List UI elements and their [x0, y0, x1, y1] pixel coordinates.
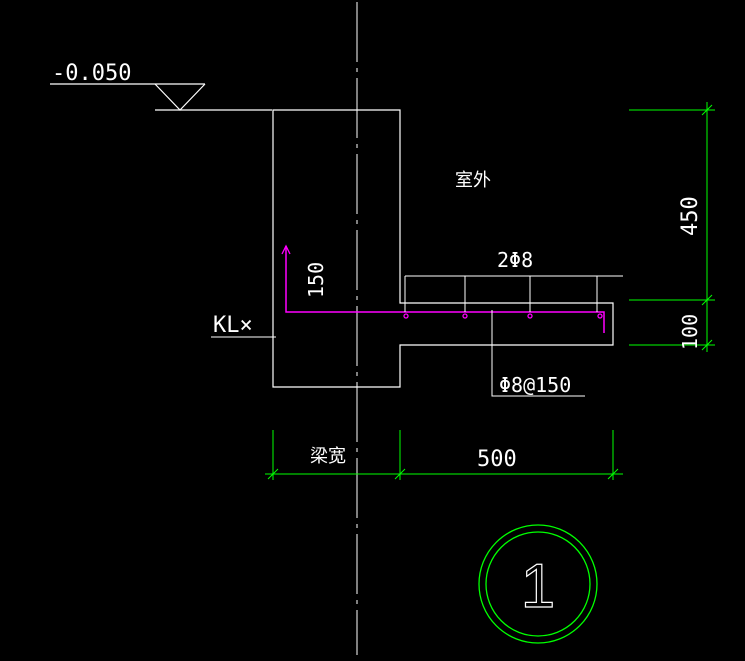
- top-bars-label: 2Φ8: [497, 248, 533, 272]
- beam-width-label: 梁宽: [310, 446, 346, 467]
- elevation-label: -0.050: [52, 61, 131, 86]
- hook-length-label: 150: [304, 262, 328, 298]
- rebar-hook-arrow: [281, 244, 291, 255]
- detail-bubble: 1: [478, 524, 598, 644]
- ledge-width-label: 500: [477, 447, 517, 472]
- elevation-marker: -0.050: [50, 61, 272, 111]
- top-bars: [403, 313, 603, 319]
- stirrup-leader: [491, 310, 585, 397]
- rebar-hooked-bar: [285, 246, 605, 333]
- dimension-bottom: [265, 430, 623, 480]
- dim-upper-label: 450: [678, 196, 703, 236]
- dimension-right: [629, 102, 715, 352]
- stirrup-label: Φ8@150: [499, 373, 571, 397]
- dim-lower-label: 100: [678, 314, 702, 350]
- concrete-outline: [272, 109, 614, 388]
- beam-tag-label: KL×: [213, 313, 253, 338]
- detail-number: 1: [521, 552, 555, 621]
- top-bars-leader: [404, 275, 623, 312]
- outside-label: 室外: [455, 170, 491, 191]
- rebar: [281, 244, 605, 333]
